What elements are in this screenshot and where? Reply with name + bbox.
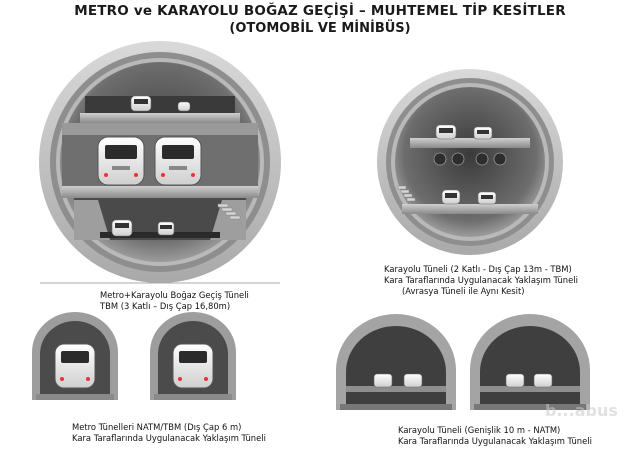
watermark: b...abus [545,401,618,420]
car [157,221,175,236]
car [130,95,152,112]
road-natm-caption: Karayolu Tüneli (Genişlik 10 m - NATM) K… [398,425,592,447]
caption-line: Metro Tünelleri NATM/TBM (Dış Çap 6 m) [72,422,242,432]
car [473,126,493,140]
caption-line: (Avrasya Tüneli ile Aynı Kesit) [402,286,525,296]
car [533,373,553,388]
caption-line: Karayolu Tüneli (Genişlik 10 m - NATM) [398,425,561,435]
car [477,191,497,205]
combined-tunnel-section [39,41,281,284]
car [111,219,133,237]
car [441,189,461,205]
metro-train [54,343,96,389]
caption-line: Kara Taraflarında Uygulanacak Yaklaşım T… [72,433,266,443]
car [435,124,457,140]
combined-caption: Metro+Karayolu Boğaz Geçiş Tüneli TBM (3… [100,290,249,312]
car [373,373,393,388]
car [177,101,191,112]
road-natm-tunnels [336,314,590,410]
page-subtitle: (OTOMOBİL VE MİNİBÜS) [229,21,411,36]
metro-train [172,343,214,389]
metro-natm-caption: Metro Tünelleri NATM/TBM (Dış Çap 6 m) K… [72,422,266,444]
caption-line: Metro+Karayolu Boğaz Geçiş Tüneli [100,290,249,300]
metro-natm-tunnels [32,312,236,400]
caption-line: TBM (3 Katlı – Dış Çap 16,80m) [100,301,231,311]
car [403,373,423,388]
page-title: METRO ve KARAYOLU BOĞAZ GEÇİŞİ – MUHTEME… [74,3,566,19]
caption-line: Karayolu Tüneli (2 Katlı - Dış Çap 13m -… [384,264,572,274]
road-tbm-tunnel-section [377,69,563,255]
metro-train [154,136,202,186]
caption-line: Kara Taraflarında Uygulanacak Yaklaşım T… [384,275,578,285]
car [505,373,525,388]
road-tbm-caption: Karayolu Tüneli (2 Katlı - Dış Çap 13m -… [384,264,578,297]
caption-line: Kara Taraflarında Uygulanacak Yaklaşım T… [398,436,592,446]
metro-train [97,136,145,186]
